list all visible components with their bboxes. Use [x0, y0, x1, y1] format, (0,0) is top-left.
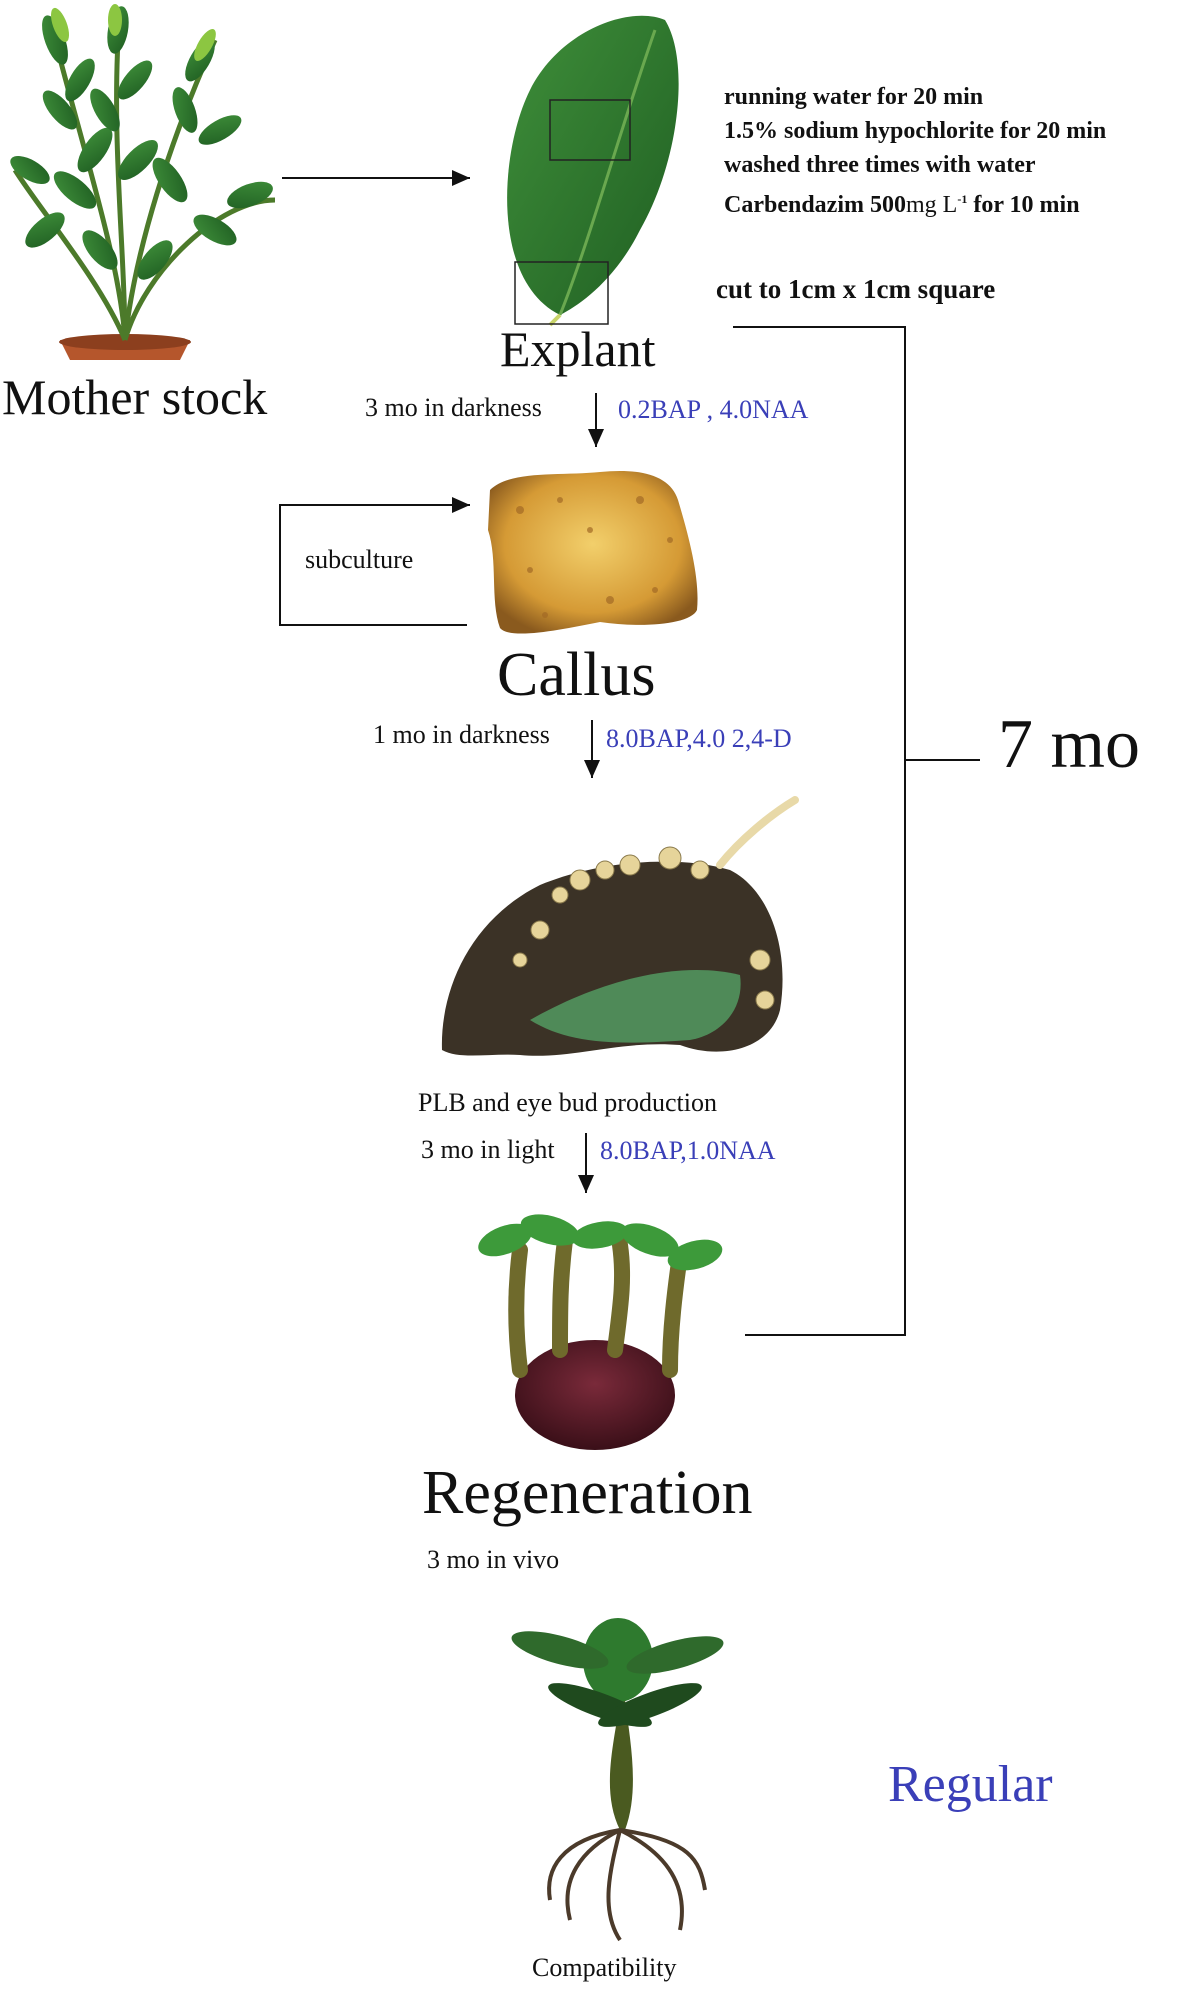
label-regeneration: Regeneration: [422, 1458, 753, 1529]
sterilization-steps: running water for 20 min 1.5% sodium hyp…: [724, 80, 1106, 222]
sterilization-step: 1.5% sodium hypochlorite for 20 min: [724, 114, 1106, 148]
stage1-duration: 3 mo in darkness: [365, 393, 542, 423]
regeneration-image: [474, 1209, 726, 1450]
sterilization-step: running water for 20 min: [724, 80, 1106, 114]
stage2-medium: 8.0BAP,4.0 2,4-D: [606, 724, 792, 754]
cut-step: cut to 1cm x 1cm square: [716, 272, 995, 306]
explant-leaf-image: [507, 16, 679, 325]
stage2-duration: 1 mo in darkness: [373, 720, 550, 750]
label-total-duration: 7 mo: [998, 705, 1140, 785]
sterilization-step: washed three times with water: [724, 148, 1106, 182]
label-explant: Explant: [500, 320, 656, 378]
callus-image: [488, 471, 698, 634]
label-callus: Callus: [497, 640, 655, 711]
label-compatibility: Compatibility: [532, 1953, 676, 1983]
label-regular: Regular: [888, 1755, 1053, 1814]
stage4-duration: 3 mo in vivo: [427, 1545, 559, 1575]
sterilization-step-carbendazim: Carbendazim 500mg L-1 for 10 min: [724, 182, 1106, 222]
stage3-duration: 3 mo in light: [421, 1135, 555, 1165]
regular-plant-image: [508, 1618, 727, 1940]
stage1-medium: 0.2BAP , 4.0NAA: [618, 395, 808, 425]
label-subculture: subculture: [305, 545, 413, 575]
stage3-medium: 8.0BAP,1.0NAA: [600, 1136, 776, 1166]
label-mother-stock: Mother stock: [2, 368, 267, 426]
mother-stock-image: [6, 4, 276, 360]
label-plb-production: PLB and eye bud production: [418, 1088, 717, 1118]
duration-bracket: [733, 327, 980, 1335]
plb-image: [442, 800, 795, 1056]
